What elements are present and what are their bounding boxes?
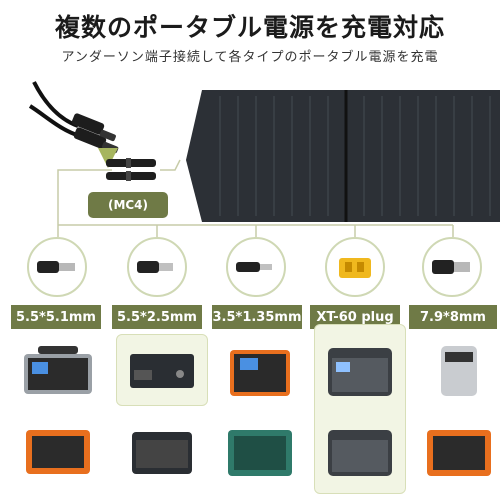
power-station-icon (413, 414, 500, 486)
dc-plug-icon (236, 262, 272, 272)
page-title: 複数のポータブル電源を充電対応 (54, 13, 445, 42)
size-label: 7.9*8mm (409, 305, 497, 329)
power-station-icon (214, 334, 306, 406)
power-station-icon (314, 334, 406, 406)
power-station-icon (12, 414, 104, 486)
power-station-icon (12, 334, 104, 406)
solar-panel-icon (186, 90, 500, 222)
size-label: 3.5*1.35mm (212, 305, 302, 329)
mc4-connector-icon (106, 158, 156, 181)
xt60-plug (325, 237, 385, 297)
dc-plug-5.5x2.5 (127, 237, 187, 297)
dc-plug-icon (432, 260, 470, 274)
power-station-icon (413, 334, 500, 406)
mc4-cable-icon (28, 81, 119, 168)
power-station-icon (214, 414, 306, 486)
dc-plug-icon (37, 261, 75, 273)
mc4-label: (MC4) (88, 192, 168, 218)
dc-plug-3.5x1.35 (226, 237, 286, 297)
power-station-icon (116, 414, 208, 486)
size-label: 5.5*5.1mm (11, 305, 101, 329)
size-label: 5.5*2.5mm (112, 305, 202, 329)
power-station-icon (116, 334, 208, 406)
dc-plug-icon (137, 261, 173, 273)
dc-plug-5.5x5.1 (27, 237, 87, 297)
power-station-icon (314, 414, 406, 486)
xt60-plug-icon (339, 258, 371, 278)
page-subtitle: アンダーソン端子接続して各タイプのポータブル電源を充電 (61, 50, 439, 65)
dc-plug-7.9x8 (422, 237, 482, 297)
size-label: XT-60 plug (310, 305, 400, 329)
